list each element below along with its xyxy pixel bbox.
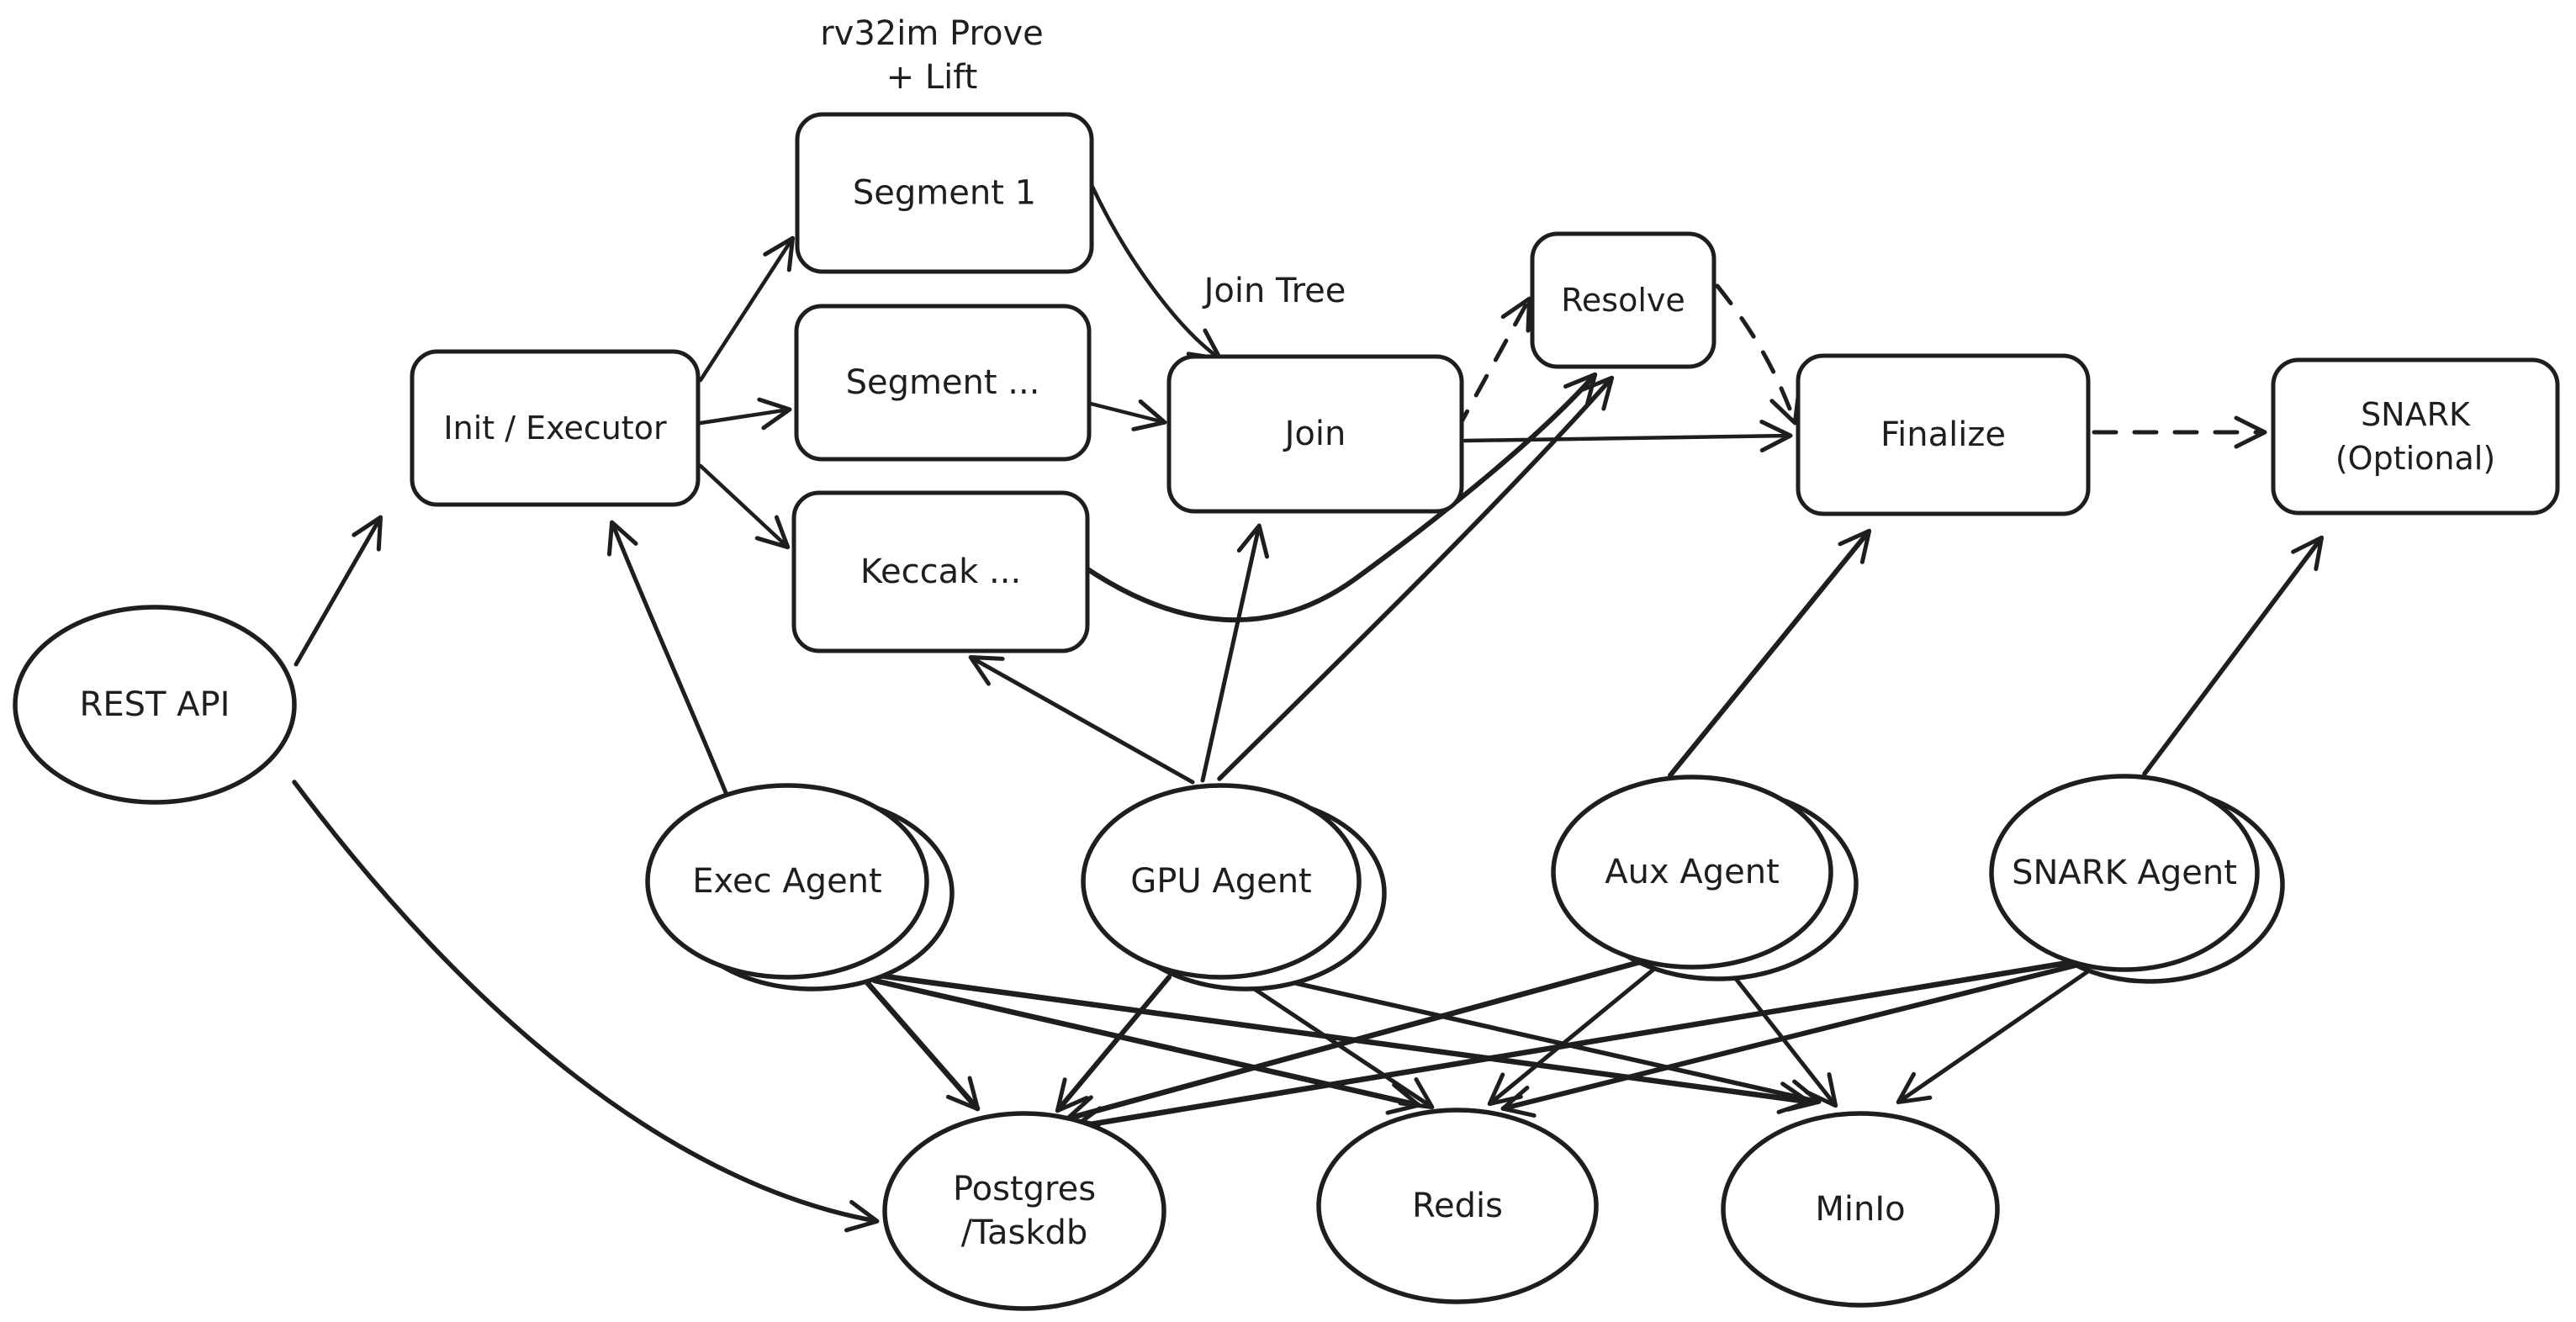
node-rest-api: REST API (13, 605, 297, 805)
edge-rest-api-to-postgres-taskdb (292, 780, 880, 1233)
edge-aux-agent-to-finalize (1668, 528, 1872, 778)
diagram-text: Join Tree (1202, 272, 1346, 310)
edges-layer (292, 182, 2325, 1233)
edge-init-executor-to-segment-1 (698, 235, 796, 383)
edge-join-to-finalize (1463, 420, 1793, 453)
edge-join-to-resolve (1454, 296, 1531, 433)
node-keccak: Keccak ... (791, 490, 1090, 653)
node-snark-agent: SNARK Agent (1989, 774, 2285, 984)
edge-init-executor-to-keccak (698, 463, 791, 550)
diagram-text: Resolve (1561, 282, 1685, 319)
edge-aux-agent-to-redis (1487, 963, 1661, 1107)
edge-aux-agent-to-postgres-taskdb (1065, 959, 1643, 1128)
edge-exec-agent-to-init-executor (606, 520, 731, 801)
finalize-shape (1796, 353, 2091, 516)
edge-rest-api-to-init-executor (294, 515, 383, 667)
diagram-text: Join (1283, 415, 1346, 453)
edge-snark-agent-to-redis (1500, 963, 2078, 1118)
edge-resolve-to-finalize (1715, 283, 1801, 426)
exec-agent-shape (645, 783, 929, 980)
edge-snark-agent-to-postgres-taskdb (1071, 957, 2086, 1139)
node-postgres-taskdb: Postgres/Taskdb (882, 1111, 1166, 1311)
diagram-text: SNARK Agent (2012, 854, 2237, 892)
edge-gpu-agent-to-keccak (968, 655, 1195, 785)
snark-agent-shape (1989, 774, 2260, 972)
diagram-text: Aux Agent (1605, 853, 1780, 891)
edge-gpu-agent-to-minio (1252, 971, 1822, 1112)
diagram-text: + Lift (886, 58, 978, 97)
diagram-text: GPU Agent (1130, 862, 1312, 901)
diagram-text: REST API (80, 685, 230, 724)
edge-snark-agent-to-minio (1896, 965, 2097, 1105)
snark-optional-shape (2271, 357, 2560, 516)
diagram-text: Exec Agent (692, 862, 881, 901)
edge-gpu-agent-to-resolve (1217, 375, 1615, 781)
diagram-text: Keccak ... (860, 553, 1021, 591)
diagram-text: Init / Executor (443, 410, 667, 447)
edge-segment-more-to-join (1088, 399, 1167, 431)
gpu-agent-shape (1081, 783, 1362, 980)
edge-segment-1-to-join (1089, 182, 1223, 362)
diagram-text: MinIo (1815, 1190, 1905, 1229)
minio-shape (1721, 1111, 2000, 1308)
node-init-executor: Init / Executor (410, 349, 701, 507)
node-join: Join (1166, 354, 1464, 514)
edge-gpu-agent-to-postgres-taskdb (1055, 975, 1172, 1113)
postgres-taskdb-shape (882, 1111, 1166, 1311)
diagram-text: SNARK (2361, 396, 2471, 433)
node-snark-optional: SNARK (Optional) (2271, 357, 2560, 516)
edge-snark-agent-to-snark-optional (2142, 535, 2325, 776)
node-minio: MinIo (1721, 1111, 2000, 1308)
edge-exec-agent-to-postgres-taskdb (856, 970, 981, 1112)
node-exec-agent: Exec Agent (645, 783, 955, 992)
edge-exec-agent-to-minio (875, 972, 1812, 1114)
diagram-text: Finalize (1880, 415, 2006, 454)
node-gpu-agent: GPU Agent (1081, 783, 1387, 992)
diagram-text: (Optional) (2335, 440, 2495, 477)
join-tree-label: Join Tree (1202, 272, 1346, 310)
edge-init-executor-to-segment-more (698, 397, 792, 431)
resolve-shape (1530, 231, 1716, 369)
edge-aux-agent-to-minio (1722, 961, 1838, 1108)
node-segment-1: Segment 1 (795, 112, 1094, 274)
diagram-text: rv32im Prove (820, 14, 1044, 53)
diagram-text: Segment 1 (853, 174, 1036, 213)
rest-api-shape (13, 605, 297, 805)
edge-gpu-agent-to-join (1200, 523, 1269, 783)
node-segment-more: Segment ... (794, 304, 1092, 462)
diagram-text: Segment ... (846, 363, 1040, 402)
init-executor-shape (410, 349, 701, 507)
redis-shape (1316, 1108, 1599, 1304)
node-redis: Redis (1316, 1108, 1599, 1304)
join-shape (1166, 354, 1464, 514)
prove-lift-label: rv32im Prove + Lift (820, 14, 1044, 97)
node-aux-agent: Aux Agent (1551, 775, 1859, 981)
edge-keccak-to-resolve (1084, 372, 1598, 623)
segment-more-shape (794, 304, 1092, 462)
diagram-text: /Taskdb (961, 1214, 1088, 1252)
node-resolve: Resolve (1530, 231, 1716, 369)
nodes-layer: Init / Executor Segment 1 Segment ... Kecca… (13, 112, 2560, 1311)
node-finalize: Finalize (1796, 353, 2091, 516)
segment-1-shape (795, 112, 1094, 274)
aux-agent-shape (1551, 775, 1833, 970)
diagram-text: Redis (1412, 1187, 1503, 1225)
diagram-text: Postgres (953, 1170, 1096, 1208)
keccak-shape (791, 490, 1090, 653)
